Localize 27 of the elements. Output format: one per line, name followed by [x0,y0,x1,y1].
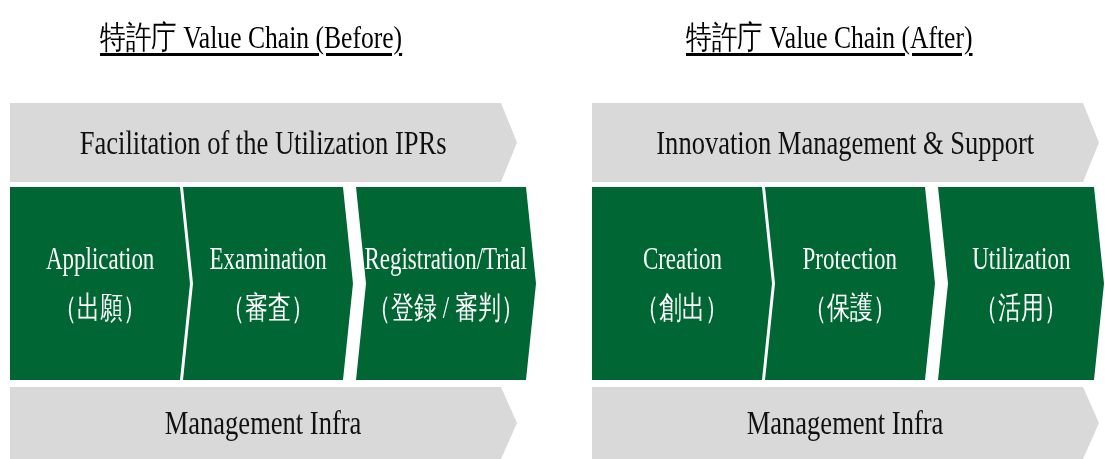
step-label: Facilitation of the Utilization IPRs [80,123,447,162]
panel-title: 特許庁 Value Chain (Before) [100,18,403,57]
chevron-step [183,187,353,380]
chevron-step [10,187,190,380]
step-label: Application [45,242,155,277]
step-sublabel: （創出） [636,290,728,325]
step-sublabel: （登録 / 審判） [368,290,524,325]
step-label: Management Infra [165,404,362,442]
step-label: Examination [209,242,327,277]
step-label: Management Infra [747,404,944,442]
chevron-step [765,187,935,380]
step-label: Innovation Management & Support [656,123,1035,162]
step-label: Protection [802,242,898,277]
step-sublabel: （保護） [804,290,896,325]
step-label: Utilization [971,242,1071,277]
chevron-band [10,387,517,459]
step-sublabel: （出願） [54,290,146,325]
chevron-band [592,387,1099,459]
step-sublabel: （審査） [222,290,314,325]
chevron-band [592,103,1099,182]
step-label: Registration/Trial [364,242,528,277]
chevron-step [592,187,772,380]
step-label: Creation [642,242,722,277]
panel-title: 特許庁 Value Chain (After) [686,18,973,57]
step-sublabel: （活用） [975,290,1067,325]
chevron-band [10,103,517,182]
chevron-step [938,187,1104,380]
